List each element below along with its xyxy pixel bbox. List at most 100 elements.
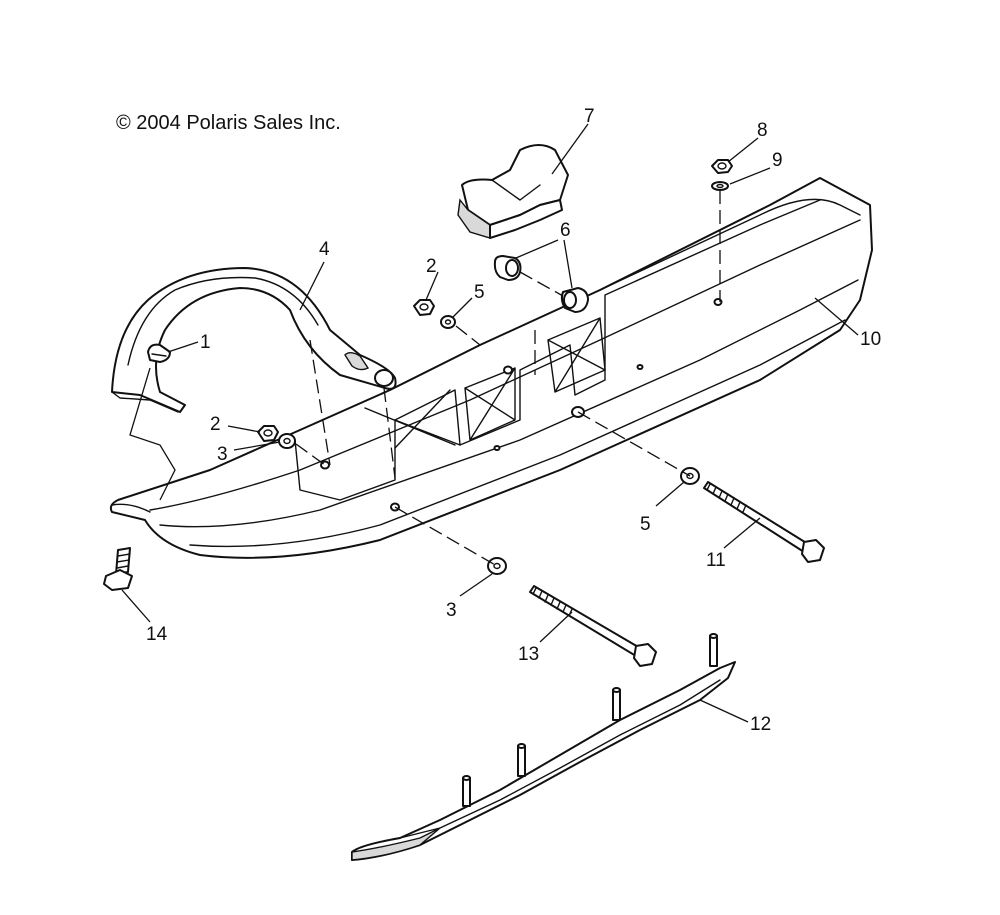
nut-upper-bore: [419, 303, 429, 311]
nut-top-bore: [717, 162, 727, 170]
callout-2-upper: 2: [426, 256, 437, 277]
nut-upper: [413, 299, 435, 316]
callout-11: 11: [706, 550, 726, 571]
bracket-line: [129, 367, 176, 501]
bolt-long-head: [801, 539, 825, 563]
ski-deck-line: [149, 219, 861, 511]
callout-8: 8: [757, 120, 768, 141]
leader-7: [551, 123, 589, 175]
callout-1: 1: [200, 332, 211, 353]
bushing-left-bore: [505, 259, 519, 277]
bolt-short-head: [633, 643, 657, 667]
bushing-right-bore: [563, 291, 577, 309]
hardware-left: [257, 425, 296, 449]
axis-handle-left: [309, 339, 331, 466]
washer-left-hole: [283, 437, 291, 445]
axis-handle-right: [383, 387, 396, 479]
washer-bolt-short: [487, 557, 507, 575]
leader-4: [299, 261, 325, 311]
loop-handle-end: [374, 369, 394, 387]
nut-top: [711, 159, 733, 174]
nut-left: [257, 425, 279, 442]
ski-cross-brace-3: [547, 317, 606, 393]
callout-13: 13: [518, 644, 539, 665]
ski-body-outline: [109, 177, 873, 559]
ski-small-hole-1: [493, 445, 501, 451]
wear-bar-stud-3: [612, 689, 621, 721]
washer-top-hole: [716, 183, 724, 189]
wear-bar-stud-3-top: [612, 687, 621, 693]
leader-14: [121, 589, 151, 623]
wear-bar: [351, 633, 736, 861]
wear-bar-stud-2-top: [517, 743, 526, 749]
leader-2-upper: [425, 271, 439, 301]
copyright-notice: © 2004 Polaris Sales Inc.: [116, 112, 341, 134]
ski-top-hole: [503, 365, 513, 375]
leader-6: [515, 239, 573, 289]
loop-handle-inner: [127, 276, 319, 366]
bushing-pair: [493, 255, 589, 313]
ski-tail-tip: [111, 503, 151, 513]
callout-3-lower: 3: [446, 600, 457, 621]
wear-bar-stud-1: [462, 777, 471, 807]
ski-body: [109, 177, 873, 559]
clip-slot: [151, 353, 167, 357]
leader-5-lower: [655, 481, 685, 507]
callout-5-lower: 5: [640, 514, 651, 535]
rivet-threads: [116, 553, 131, 569]
bolt-short-threads: [532, 587, 573, 617]
clip-shape: [147, 343, 171, 363]
bolt-long-threads: [706, 483, 747, 513]
ski-bolt-assembly: [487, 557, 657, 667]
leader-9: [729, 167, 771, 185]
ski-inner-wall: [294, 199, 821, 501]
washer-bolt-short-hole: [493, 562, 501, 570]
ski-rail-line: [159, 279, 859, 528]
leader-10: [814, 297, 859, 336]
callout-labels: 1 2 2 3 3 4 5 5 6 7 8 9 10 11 12 13 14: [146, 106, 881, 735]
leader-12: [699, 699, 749, 723]
cushion-saddle: [491, 179, 541, 201]
axis-nut-upper: [455, 325, 481, 346]
leader-3-lower: [459, 573, 493, 597]
callout-3-left: 3: [217, 444, 228, 465]
washer-left: [278, 433, 296, 449]
assembly-lines: [129, 190, 721, 567]
washer-bolt-long-hole: [686, 472, 694, 480]
loop-handle-slot: [344, 352, 370, 371]
rivet-part: [103, 547, 133, 591]
callout-7: 7: [584, 106, 595, 127]
cushion-part: [457, 144, 569, 239]
washer-upper-hole: [444, 319, 452, 325]
callout-2-left: 2: [210, 414, 221, 435]
loop-handle-outline: [111, 267, 397, 413]
cushion-side: [489, 199, 563, 239]
leader-3-left: [233, 441, 281, 451]
ski-cross-brace-2: [464, 367, 516, 441]
leader-lines: [121, 123, 859, 723]
clip-part: [147, 343, 171, 363]
axis-nut-left: [295, 443, 326, 466]
wear-bar-body: [351, 661, 736, 861]
hardware-upper: [413, 159, 733, 329]
ski-small-hole-2: [636, 364, 644, 370]
leader-5-upper: [451, 297, 473, 319]
axis-spindle-bolt: [577, 411, 691, 477]
callout-5-upper: 5: [474, 282, 485, 303]
ski-front-top: [599, 198, 861, 291]
axis-bushing: [519, 271, 564, 297]
ski-keel-line: [189, 319, 846, 548]
washer-top: [711, 181, 729, 191]
leader-2-left: [227, 425, 261, 433]
leader-13: [539, 611, 573, 643]
wear-bar-tip: [351, 827, 441, 861]
nut-left-bore: [263, 429, 273, 437]
callout-12: 12: [750, 714, 771, 735]
wear-bar-stud-4: [709, 635, 718, 667]
callout-10: 10: [860, 329, 881, 350]
leader-1: [167, 341, 199, 353]
bolt-short-shank: [529, 585, 641, 657]
loop-handle-foot: [111, 391, 179, 413]
wear-bar-stud-4-top: [709, 633, 718, 639]
